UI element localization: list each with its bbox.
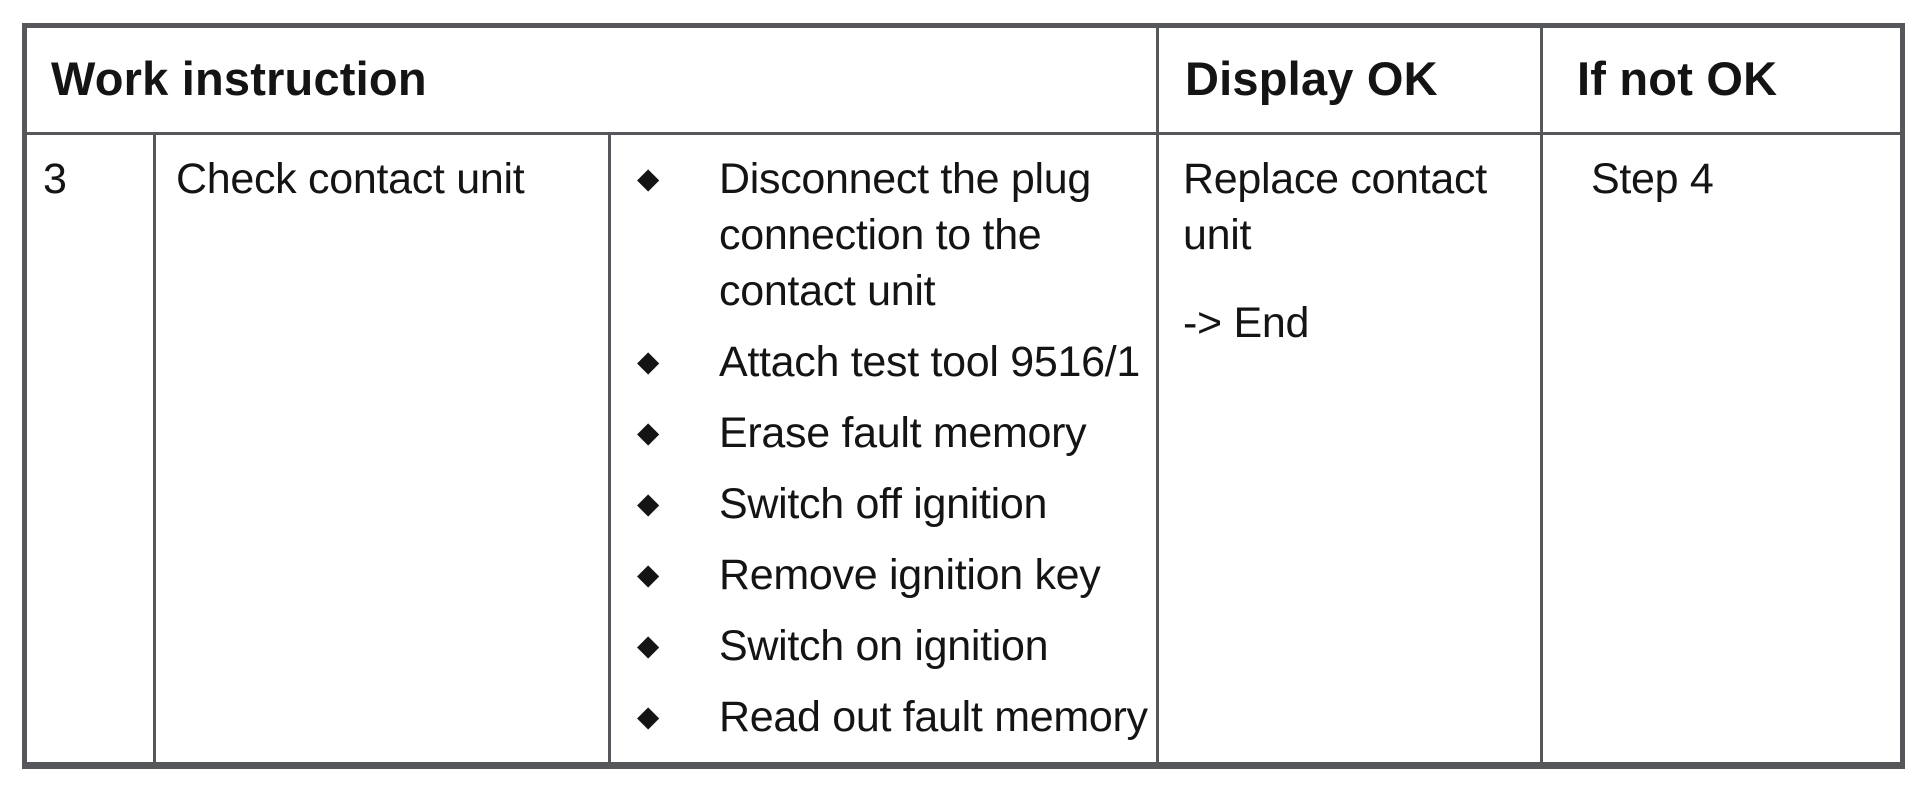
table-header-row: Work instruction Display OK If not OK xyxy=(22,24,1905,135)
action-item: ◆ Attach test tool 9516/1 xyxy=(631,334,1152,390)
diamond-bullet-icon: ◆ xyxy=(637,488,660,520)
diamond-bullet-icon: ◆ xyxy=(637,701,660,733)
cell-display-ok: Replace contact unit -> End xyxy=(1156,132,1544,767)
cell-if-not-ok: Step 4 xyxy=(1540,132,1905,767)
action-list: ◆ Disconnect the plug connection to the … xyxy=(631,151,1152,745)
display-ok-outcome: -> End xyxy=(1183,299,1310,347)
action-text: Remove ignition key xyxy=(719,551,1101,599)
cell-task: Check contact unit xyxy=(153,132,611,767)
action-text: Erase fault memory xyxy=(719,409,1087,457)
cell-step-number: 3 xyxy=(23,132,156,767)
action-text: Switch on ignition xyxy=(719,622,1049,670)
diamond-bullet-icon: ◆ xyxy=(637,559,660,591)
work-instruction-table: Work instruction Display OK If not OK 3 … xyxy=(22,23,1906,769)
action-item: ◆ Remove ignition key xyxy=(631,547,1152,603)
header-if-not-ok: If not OK xyxy=(1540,24,1905,135)
table-body-row: 3 Check contact unit ◆ Disconnect the pl… xyxy=(23,132,1905,767)
action-item: ◆ Switch on ignition xyxy=(631,618,1152,674)
action-item: ◆ Switch off ignition xyxy=(631,476,1152,532)
action-text: Switch off ignition xyxy=(719,480,1048,528)
action-item: ◆ Erase fault memory xyxy=(631,405,1152,461)
action-item: ◆ Read out fault memory xyxy=(631,689,1152,745)
action-text: Attach test tool 9516/1 xyxy=(719,338,1141,386)
cell-actions: ◆ Disconnect the plug connection to the … xyxy=(607,132,1160,767)
header-display-ok: Display OK xyxy=(1156,24,1544,135)
diamond-bullet-icon: ◆ xyxy=(637,417,660,449)
action-text: Read out fault memory xyxy=(719,693,1148,741)
diamond-bullet-icon: ◆ xyxy=(637,346,660,378)
action-text: Disconnect the plug connection to the co… xyxy=(719,155,1091,315)
header-work-instruction: Work instruction xyxy=(22,24,1160,135)
diamond-bullet-icon: ◆ xyxy=(637,163,660,195)
diamond-bullet-icon: ◆ xyxy=(637,630,660,662)
action-item: ◆ Disconnect the plug connection to the … xyxy=(631,151,1152,319)
display-ok-result: Replace contact unit xyxy=(1183,155,1487,259)
